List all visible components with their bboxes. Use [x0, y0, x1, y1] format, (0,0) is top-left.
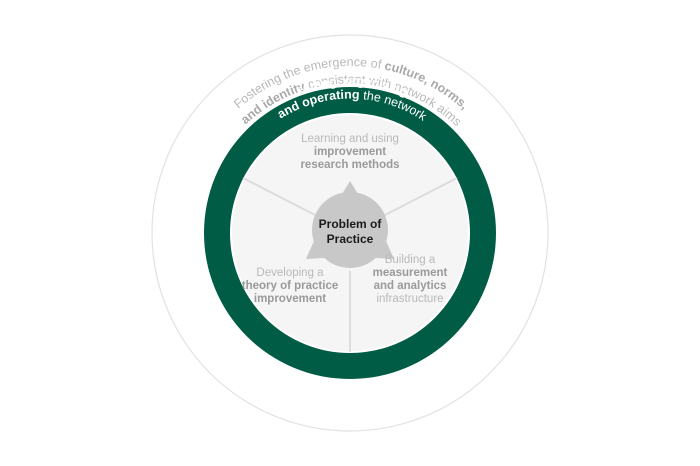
center-label-line2: Practice	[327, 232, 374, 246]
center-shape	[306, 181, 394, 268]
sector-left-line1: Developing a	[256, 267, 324, 279]
sector-left-line3: improvement	[254, 293, 326, 305]
sector-right-line2: measurement	[373, 267, 448, 279]
sector-right-line4: infrastructure	[376, 293, 443, 305]
center-label-line1: Problem of	[319, 217, 383, 231]
divider-line-right	[384, 177, 458, 216]
center-point-right	[376, 241, 394, 259]
sector-top-line1: Learning and using	[301, 133, 399, 145]
sector-right-line3: and analytics	[374, 280, 447, 292]
sector-left-line2: theory of practice	[242, 280, 339, 292]
sector-top-line2: improvement	[314, 146, 386, 158]
center-point-left	[306, 241, 324, 259]
center-circle	[312, 192, 388, 268]
sector-right-line1: Building a	[385, 254, 436, 266]
sector-top-line3: research methods	[300, 159, 399, 171]
divider-line-left	[242, 177, 316, 216]
